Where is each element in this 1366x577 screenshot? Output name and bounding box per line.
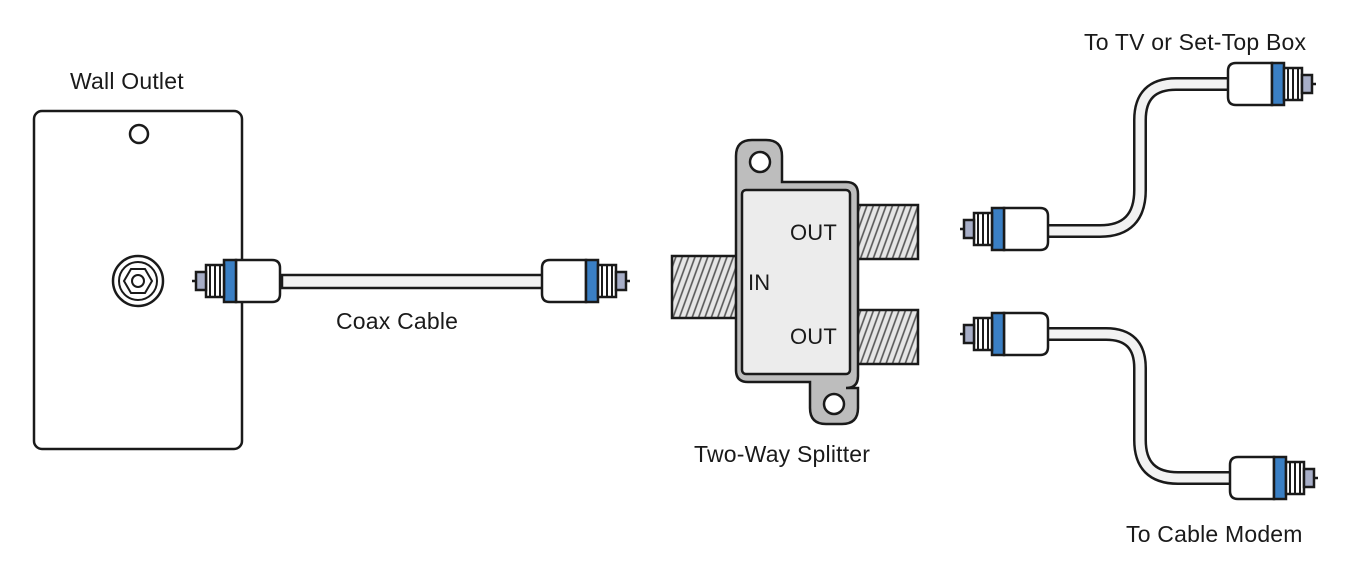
wall-outlet-label: Wall Outlet: [70, 68, 184, 94]
to-tv-label: To TV or Set-Top Box: [1084, 29, 1307, 55]
wall-outlet-coax-port: [111, 254, 165, 308]
coax-cable: [280, 273, 546, 290]
splitter-end-connector: [540, 258, 632, 304]
splitter-out-top-label: OUT: [790, 220, 838, 245]
splitter-in-label: IN: [748, 270, 771, 295]
coax-cable-label: Coax Cable: [336, 308, 459, 334]
modem-cable: [1048, 327, 1232, 485]
tv-cable-end-connector: [1226, 61, 1318, 107]
splitter-out-bottom-label: OUT: [790, 324, 838, 349]
two-way-splitter: [670, 138, 920, 426]
modem-cable-end-connector: [1228, 455, 1320, 501]
modem-cable-splitter-connector: [958, 311, 1050, 357]
tv-cable-splitter-connector: [958, 206, 1050, 252]
tv-cable: [1048, 77, 1230, 238]
splitter-label: Two-Way Splitter: [694, 441, 871, 467]
to-modem-label: To Cable Modem: [1126, 521, 1303, 547]
wall-end-connector: [190, 258, 282, 304]
